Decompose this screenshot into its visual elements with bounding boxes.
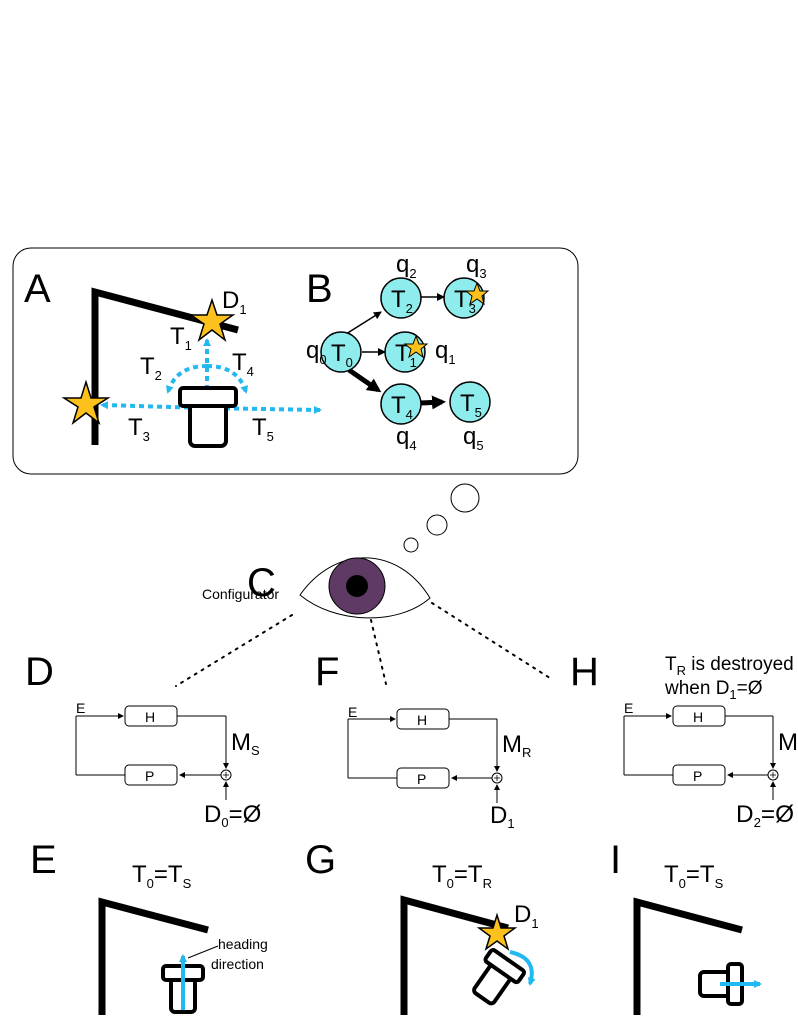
destroy-note-line1: TR is destroyed — [665, 654, 794, 678]
svg-text:T5: T5 — [460, 390, 482, 420]
svg-text:H: H — [145, 709, 155, 725]
equation-e: T0=TS — [132, 861, 192, 891]
panel-label-c: C — [247, 561, 276, 605]
panel-label-e: E — [30, 838, 57, 882]
svg-text:M: M — [778, 729, 798, 756]
destroy-note-line2: when D1=Ø — [664, 678, 763, 702]
node-t3: T3 — [443, 277, 485, 319]
wall-i — [633, 897, 743, 1015]
thought-bubble-medium — [426, 514, 448, 536]
star-t3-b — [464, 281, 490, 306]
heading-label-2: direction — [211, 956, 264, 972]
label-t2-a: T2 — [140, 353, 162, 383]
svg-text:E: E — [624, 700, 633, 716]
label-q1: q1 — [435, 337, 456, 367]
node-t5: T5 — [449, 381, 491, 423]
robot-a — [178, 386, 238, 448]
star-t1-b — [403, 334, 429, 359]
wall-g — [400, 895, 509, 1015]
label-d1-g: D1 — [514, 901, 539, 931]
panel-label-h: H — [570, 650, 599, 694]
wall-e — [98, 897, 209, 1015]
robot-g — [472, 948, 526, 1006]
node-t0: T0 — [320, 331, 362, 373]
wall-a — [91, 287, 239, 445]
panel-label-i: I — [610, 838, 621, 882]
label-q5: q5 — [463, 423, 484, 453]
svg-text:T1: T1 — [395, 340, 417, 370]
svg-text:E: E — [76, 700, 85, 716]
configurator-label: Configurator — [202, 586, 279, 602]
dotted-link-d — [175, 614, 293, 687]
panel-label-f: F — [315, 650, 339, 694]
svg-text:P: P — [417, 771, 426, 787]
thought-bubble-small — [403, 537, 419, 553]
heading-label-1: heading — [218, 936, 268, 952]
label-t4-a: T4 — [232, 349, 254, 379]
panel-label-b: B — [306, 267, 333, 311]
label-d1-a: D1 — [222, 287, 247, 317]
label-q3: q3 — [466, 251, 487, 281]
thought-bubble-large — [450, 483, 480, 513]
trajectory-t2 — [165, 364, 208, 394]
dotted-link-f — [370, 619, 387, 685]
label-t5-a: T5 — [252, 414, 274, 444]
loop-d: E H P MS D0=Ø — [75, 700, 261, 830]
svg-text:MS: MS — [231, 729, 260, 758]
svg-text:H: H — [693, 709, 703, 725]
label-t3-a: T3 — [128, 414, 150, 444]
rotation-arrow-g — [509, 950, 536, 986]
panel-label-d: D — [25, 650, 54, 694]
eye-pupil — [346, 575, 368, 597]
node-t2: T2 — [380, 277, 422, 319]
label-q4: q4 — [396, 423, 417, 453]
label-q0: q0 — [306, 337, 327, 367]
svg-text:T3: T3 — [454, 286, 476, 316]
svg-text:H: H — [417, 712, 427, 728]
svg-text:D2=Ø: D2=Ø — [736, 801, 794, 830]
svg-text:D0=Ø: D0=Ø — [204, 801, 261, 830]
svg-text:P: P — [693, 768, 702, 784]
label-q2: q2 — [396, 251, 417, 281]
panel-label-g: G — [305, 838, 336, 882]
svg-text:MR: MR — [502, 731, 531, 760]
svg-text:D1: D1 — [490, 802, 515, 831]
heading-pointer — [187, 945, 219, 959]
loop-h: E H P M D2=Ø — [623, 700, 798, 830]
trajectory-t4 — [206, 364, 249, 394]
svg-text:E: E — [348, 704, 357, 720]
label-t1-a: T1 — [170, 323, 192, 353]
svg-text:T0: T0 — [331, 340, 353, 370]
edge-t0-t2 — [345, 311, 382, 335]
svg-text:P: P — [145, 768, 154, 784]
star-d1-g — [476, 912, 518, 951]
equation-g: T0=TR — [432, 861, 492, 891]
dotted-link-h — [431, 602, 554, 681]
svg-text:T2: T2 — [391, 286, 413, 316]
panel-label-a: A — [24, 267, 51, 311]
node-t4: T4 — [380, 383, 422, 425]
star-left-a — [61, 379, 111, 426]
edge-t0-t4 — [347, 367, 382, 393]
svg-text:T4: T4 — [391, 392, 413, 422]
star-d1-a — [188, 297, 236, 343]
loop-f: E H P MR D1 — [347, 704, 531, 831]
edge-t4-t5 — [420, 395, 446, 410]
equation-i: T0=TS — [664, 861, 724, 891]
